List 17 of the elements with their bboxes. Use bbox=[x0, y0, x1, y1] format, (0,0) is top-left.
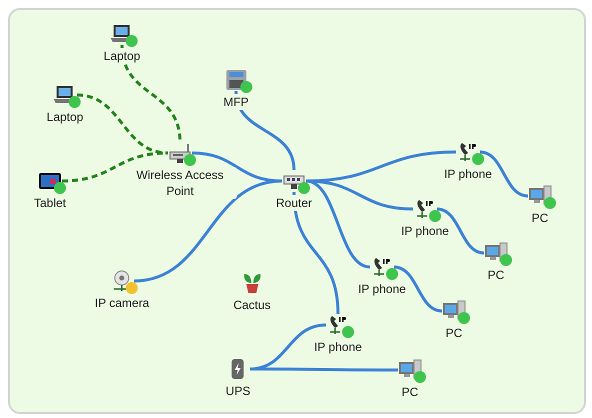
cable-link bbox=[480, 150, 528, 198]
device-label: IP phone bbox=[442, 166, 494, 182]
device-label: MFP bbox=[221, 94, 251, 110]
wireless-link bbox=[76, 94, 168, 154]
device-label: Router bbox=[274, 195, 314, 211]
cable-link bbox=[306, 180, 370, 268]
device-label: IP phone bbox=[356, 281, 408, 297]
cable-link bbox=[250, 368, 398, 372]
wireless-link bbox=[120, 44, 182, 142]
device-label: IP phone bbox=[312, 339, 364, 355]
wireless-link bbox=[62, 152, 168, 182]
device-label: Laptop bbox=[102, 48, 142, 64]
cable-link bbox=[436, 208, 484, 254]
cable-link bbox=[134, 180, 282, 282]
cable-link bbox=[292, 192, 340, 314]
cable-link bbox=[394, 266, 442, 312]
device-label: IP phone bbox=[399, 223, 451, 239]
